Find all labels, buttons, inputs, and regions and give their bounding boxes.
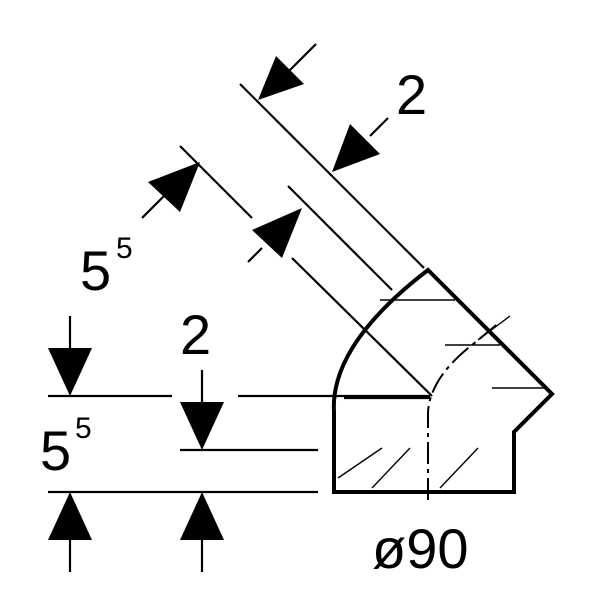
vertical-gap-label: 2: [180, 303, 211, 366]
angled-arrow-top: [258, 56, 304, 100]
elbow-outline: [331, 267, 555, 494]
arrow-up-left: [48, 492, 92, 540]
angled-leader-mid: [369, 117, 389, 137]
angled-offset-superscript: 5: [116, 232, 133, 265]
angled-arrow-mid: [332, 124, 380, 172]
angled-offset-label: 5: [80, 239, 111, 302]
angled-leader-top: [289, 43, 317, 71]
angled-ext-line-inner: [291, 257, 433, 397]
arrow-down-left: [48, 348, 92, 396]
angled-arrow-left: [148, 162, 200, 212]
angled-ext-line-outer: [239, 83, 425, 269]
vertical-offset-superscript: 5: [75, 412, 92, 445]
arrow-up-right: [180, 492, 224, 540]
angled-ext-line-third: [179, 145, 253, 219]
angled-ext-line-second: [287, 185, 393, 291]
vertical-dimension: 2 5 5: [40, 303, 430, 572]
vertical-offset-label: 5: [40, 419, 71, 482]
angled-leader-lower: [247, 247, 263, 263]
diameter-label: ø90: [372, 517, 469, 580]
angled-arrow-lower: [252, 208, 302, 258]
elbow-fitting: [331, 267, 555, 500]
angled-dimension: 2 5 5: [80, 43, 433, 397]
arrow-down-right: [180, 402, 224, 450]
elbow-centerline: [427, 321, 501, 500]
angled-gap-label: 2: [396, 63, 427, 126]
